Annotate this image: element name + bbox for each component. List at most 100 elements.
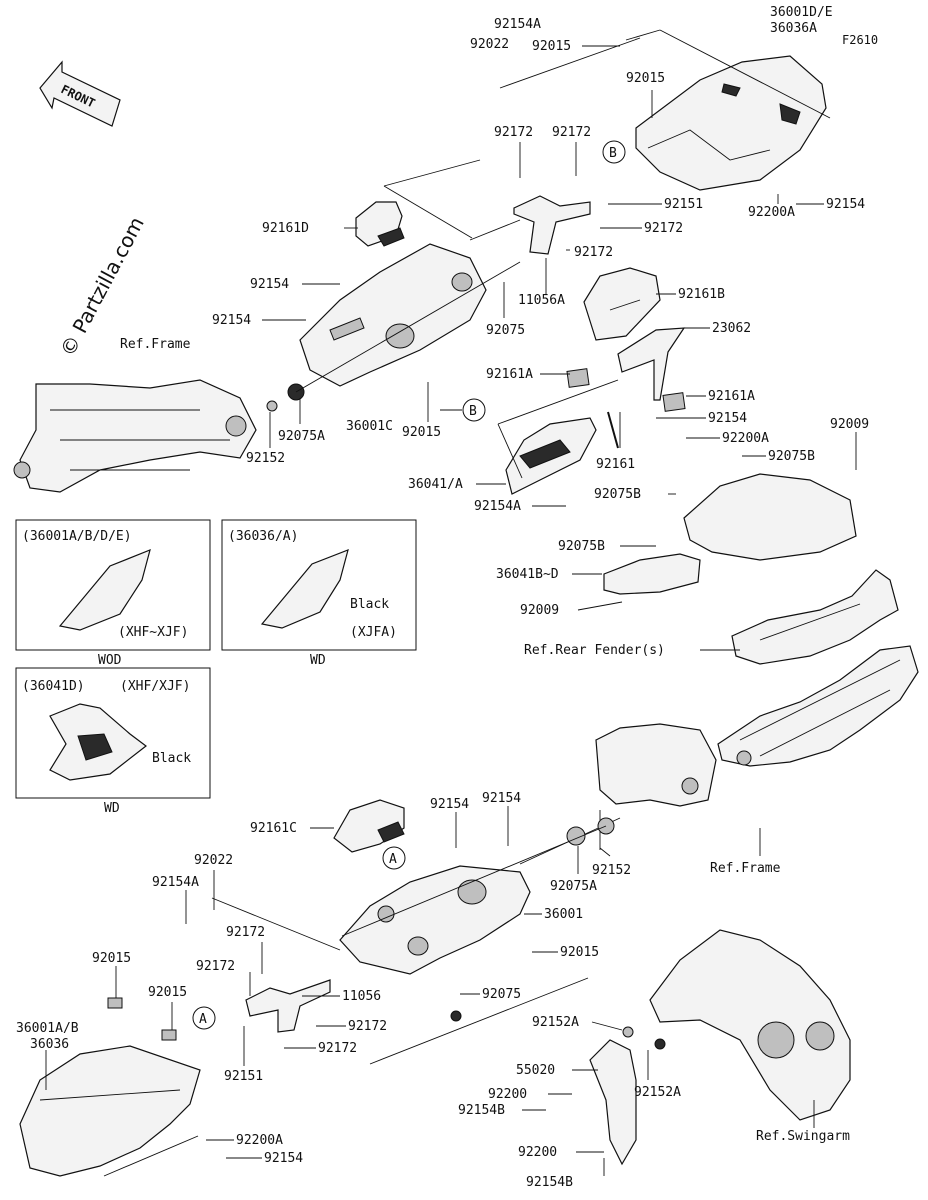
callout-b-mid [462,398,486,422]
label-92152a-1: 92152A [532,1015,579,1030]
label-92172-t4: 92172 [574,245,613,260]
inset-2-title: (36036/A) [228,529,298,544]
label-92161: 92161 [596,457,635,472]
label-92161c: 92161C [250,821,297,836]
inset-2-caption: WD [310,653,326,668]
side-cover-36001c [299,243,487,387]
label-92015-mid: 92015 [402,425,441,440]
inset-1-title: (36001A/B/D/E) [22,529,132,544]
label-36041bd: 36041B~D [496,567,559,582]
label-92154-mid: 92154 [708,411,747,426]
label-36001c: 36001C [346,419,393,434]
label-92152-top: 92152 [246,451,285,466]
label-92009-r: 92009 [830,417,869,432]
bracket-11056a [513,195,591,255]
inset-2-note: (XJFA) [350,625,397,640]
label-92075b-3: 92075B [558,539,605,554]
side-cover-36041a [505,417,597,495]
label-92154-l2: 92154 [212,313,251,328]
label-36036: 36036 [30,1037,69,1052]
label-55020: 55020 [516,1063,555,1078]
tail-light-92161c [333,799,405,853]
label-92200a-top: 92200A [748,205,795,220]
inset-3-note: (XHF/XJF) [120,679,190,694]
inset-3: (36041D) (XHF/XJF) Black WD [15,667,211,816]
callout-a-bot-label: A [199,1012,207,1027]
seat-cowl-center [683,473,857,561]
inset-3-caption: WD [104,801,120,816]
label-ref-swingarm: Ref.Swingarm [756,1129,850,1144]
label-ref-frame-bot: Ref.Frame [710,861,781,876]
tail-cover-bottom [19,1045,201,1177]
label-92022-bot: 92022 [194,853,233,868]
label-92172-t3: 92172 [644,221,683,236]
callout-b-mid-label: B [469,404,477,419]
frame-left [13,379,257,493]
label-92172-t2: 92172 [552,125,591,140]
label-92075-top: 92075 [486,323,525,338]
leader-lines [45,45,857,1176]
inset-1-note: (XHF~XJF) [118,625,188,640]
label-92172-b4: 92172 [318,1041,357,1056]
label-23062: 23062 [712,321,751,336]
label-92154-b2: 92154 [482,791,521,806]
rear-fender [731,569,899,665]
label-92075-bot: 92075 [482,987,521,1002]
label-92154-b1: 92154 [430,797,469,812]
label-92075b-1: 92075B [768,449,815,464]
label-92154-l1: 92154 [250,277,289,292]
label-92154-bot: 92154 [264,1151,303,1166]
label-92152a-2: 92152A [634,1085,681,1100]
label-92161b: 92161B [678,287,725,302]
label-92200a-bot: 92200A [236,1133,283,1148]
label-ref-rear-fender: Ref.Rear Fender(s) [524,643,665,658]
label-92075a-top: 92075A [278,429,325,444]
callout-b-top [602,140,626,164]
label-92161a-1: 92161A [486,367,533,382]
label-92172-b3: 92172 [348,1019,387,1034]
callout-a-mid-label: A [389,852,397,867]
chain-guard-55020 [589,1039,637,1166]
label-92161a-2: 92161A [708,389,755,404]
label-92154a-top: 92154A [494,17,541,32]
label-92154b-2: 92154B [526,1175,573,1190]
label-92154a-bot: 92154A [152,875,199,890]
callout-a-bot [192,1006,216,1030]
label-92154-topright: 92154 [826,197,865,212]
label-ref-frame-top: Ref.Frame [120,337,191,352]
side-cover-36041b [603,553,701,595]
part-labels: 36001D/E 36036A 92154A 92022 92015 92015… [16,5,869,1190]
label-92015-b1: 92015 [92,951,131,966]
label-11056: 11056 [342,989,381,1004]
inset-2: (36036/A) Black (XJFA) WD [221,519,417,668]
label-92015-b2: 92015 [148,985,187,1000]
inset-3-title: (36041D) [22,679,85,694]
label-92172-b1: 92172 [226,925,265,940]
label-92200-2: 92200 [518,1145,557,1160]
tail-cover-top [635,55,827,191]
label-92154a-mid: 92154A [474,499,521,514]
label-92075b-2: 92075B [594,487,641,502]
inset-1: (36001A/B/D/E) (XHF~XJF) WOD [15,519,211,668]
label-92154b-1: 92154B [458,1103,505,1118]
callout-b-top-label: B [609,146,617,161]
label-92200a-mid: 92200A [722,431,769,446]
label-36041a: 36041/A [408,477,463,492]
label-92151-top: 92151 [664,197,703,212]
diagram-code: F2610 [842,33,878,47]
label-92015-bot: 92015 [560,945,599,960]
label-36036a: 36036A [770,21,817,36]
tail-light-92161d [355,201,405,247]
frame-lower [595,723,717,807]
label-92161d: 92161D [262,221,309,236]
label-11056a: 11056A [518,293,565,308]
inset-2-color: Black [350,597,389,612]
label-92015-top2: 92015 [626,71,665,86]
label-92172-t1: 92172 [494,125,533,140]
front-arrow-icon: FRONT [39,60,121,127]
label-36001ab: 36001A/B [16,1021,79,1036]
swingarm-cover [649,929,851,1121]
bracket-23062 [617,327,686,401]
label-92152-bot: 92152 [592,863,631,878]
